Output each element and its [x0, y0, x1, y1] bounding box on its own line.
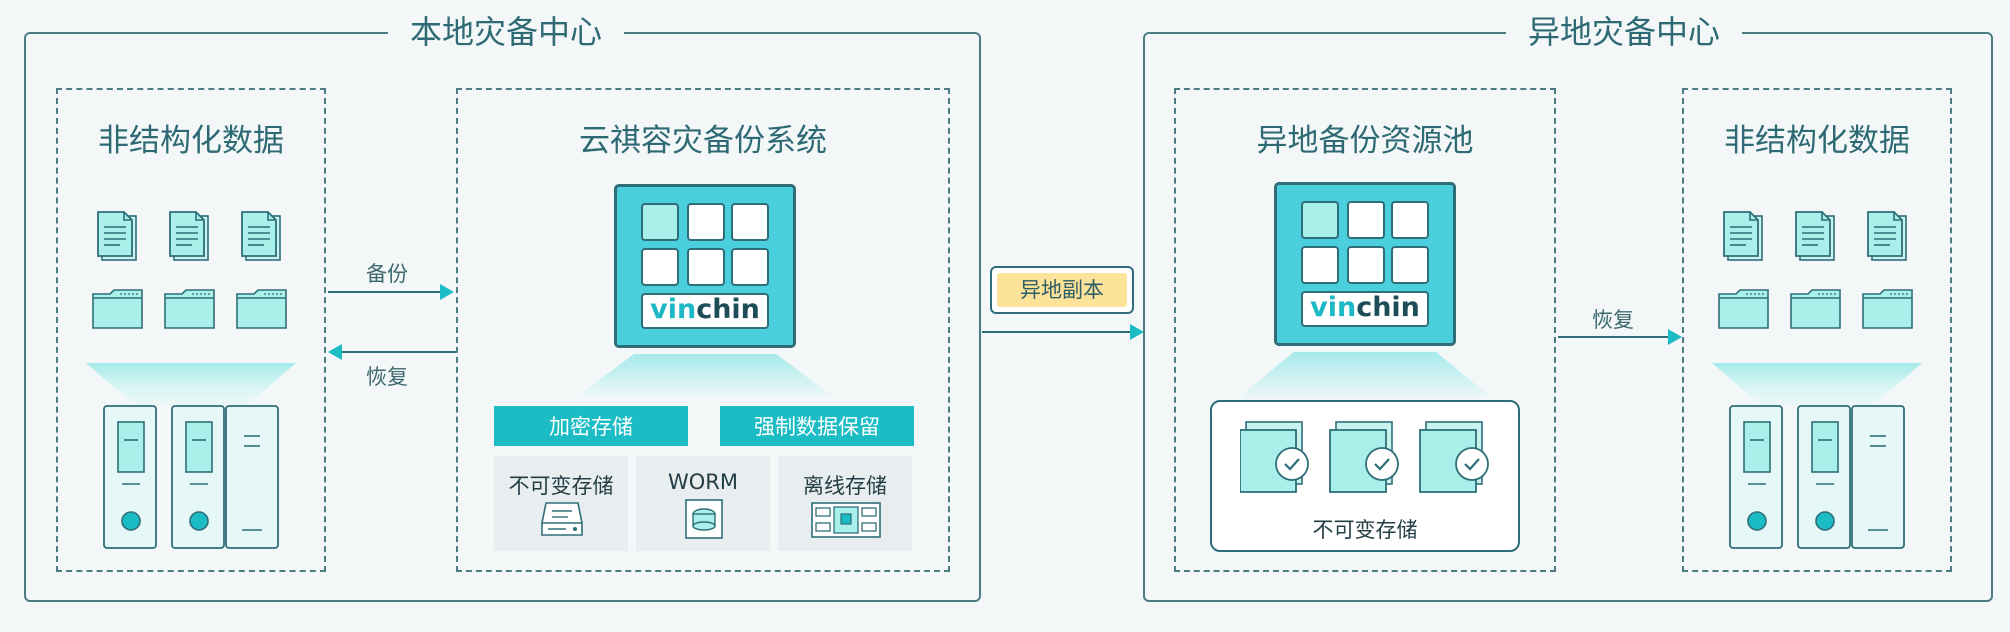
disk-icon	[541, 502, 583, 536]
restore-label-right: 恢复	[1592, 308, 1634, 332]
remote-pool-title: 异地备份资源池	[1256, 123, 1474, 159]
vinchin-appliance: vinchin	[614, 184, 796, 348]
worm-disc-icon	[685, 499, 723, 539]
doc-icon	[1795, 211, 1835, 261]
replica-tag: 异地副本	[990, 266, 1134, 314]
local-dr-center-title: 本地灾备中心	[388, 12, 625, 52]
immutable-storage-box: 不可变存储	[1210, 400, 1520, 552]
server-icon	[103, 405, 279, 549]
folder-icon	[1862, 289, 1913, 329]
folder-icon	[164, 289, 215, 329]
retention-badge: 强制数据保留	[720, 406, 914, 446]
backup-label: 备份	[366, 262, 408, 286]
local-source-graphics	[86, 211, 296, 549]
vinchin-logo: vinchin	[641, 293, 769, 329]
remote-pool-box: 异地备份资源池	[1174, 88, 1556, 572]
storage-offline: 离线存储	[778, 456, 912, 551]
vinchin-system-box: 云祺容灾备份系统	[456, 88, 950, 572]
remote-target-box: 非结构化数据	[1682, 88, 1952, 572]
check-copy-icon	[1418, 420, 1490, 494]
remote-target-graphics	[1712, 211, 1922, 549]
doc-icon	[1723, 211, 1763, 261]
storage-immutable: 不可变存储	[494, 456, 628, 551]
vinchin-system-title: 云祺容灾备份系统	[579, 123, 827, 159]
replica-label: 异地副本	[997, 273, 1127, 307]
server-icon	[1729, 405, 1905, 549]
immutable-copies	[1240, 420, 1490, 494]
doc-icon	[97, 211, 137, 261]
tape-library-icon	[811, 502, 881, 538]
remote-vinchin-logo: vinchin	[1301, 291, 1429, 327]
storage-worm: WORM	[636, 456, 770, 551]
remote-vinchin-appliance: vinchin	[1274, 182, 1456, 346]
immutable-storage-label: 不可变存储	[1312, 518, 1418, 542]
local-source-box: 非结构化数据	[56, 88, 326, 572]
doc-icon	[169, 211, 209, 261]
doc-icon	[241, 211, 281, 261]
remote-target-title: 非结构化数据	[1724, 123, 1910, 159]
doc-icon	[1867, 211, 1907, 261]
folder-icon	[92, 289, 143, 329]
check-copy-icon	[1240, 420, 1310, 494]
remote-dr-center-title: 异地灾备中心	[1506, 12, 1743, 52]
folder-icon	[1790, 289, 1841, 329]
local-source-title: 非结构化数据	[98, 123, 284, 159]
folder-icon	[1718, 289, 1769, 329]
restore-label-left: 恢复	[366, 365, 408, 389]
restore-arrow-right	[1558, 329, 1682, 345]
check-copy-icon	[1328, 420, 1400, 494]
replica-arrow	[982, 324, 1144, 340]
backup-restore-arrows	[328, 284, 456, 360]
encrypted-storage-badge: 加密存储	[494, 406, 688, 446]
folder-icon	[236, 289, 287, 329]
